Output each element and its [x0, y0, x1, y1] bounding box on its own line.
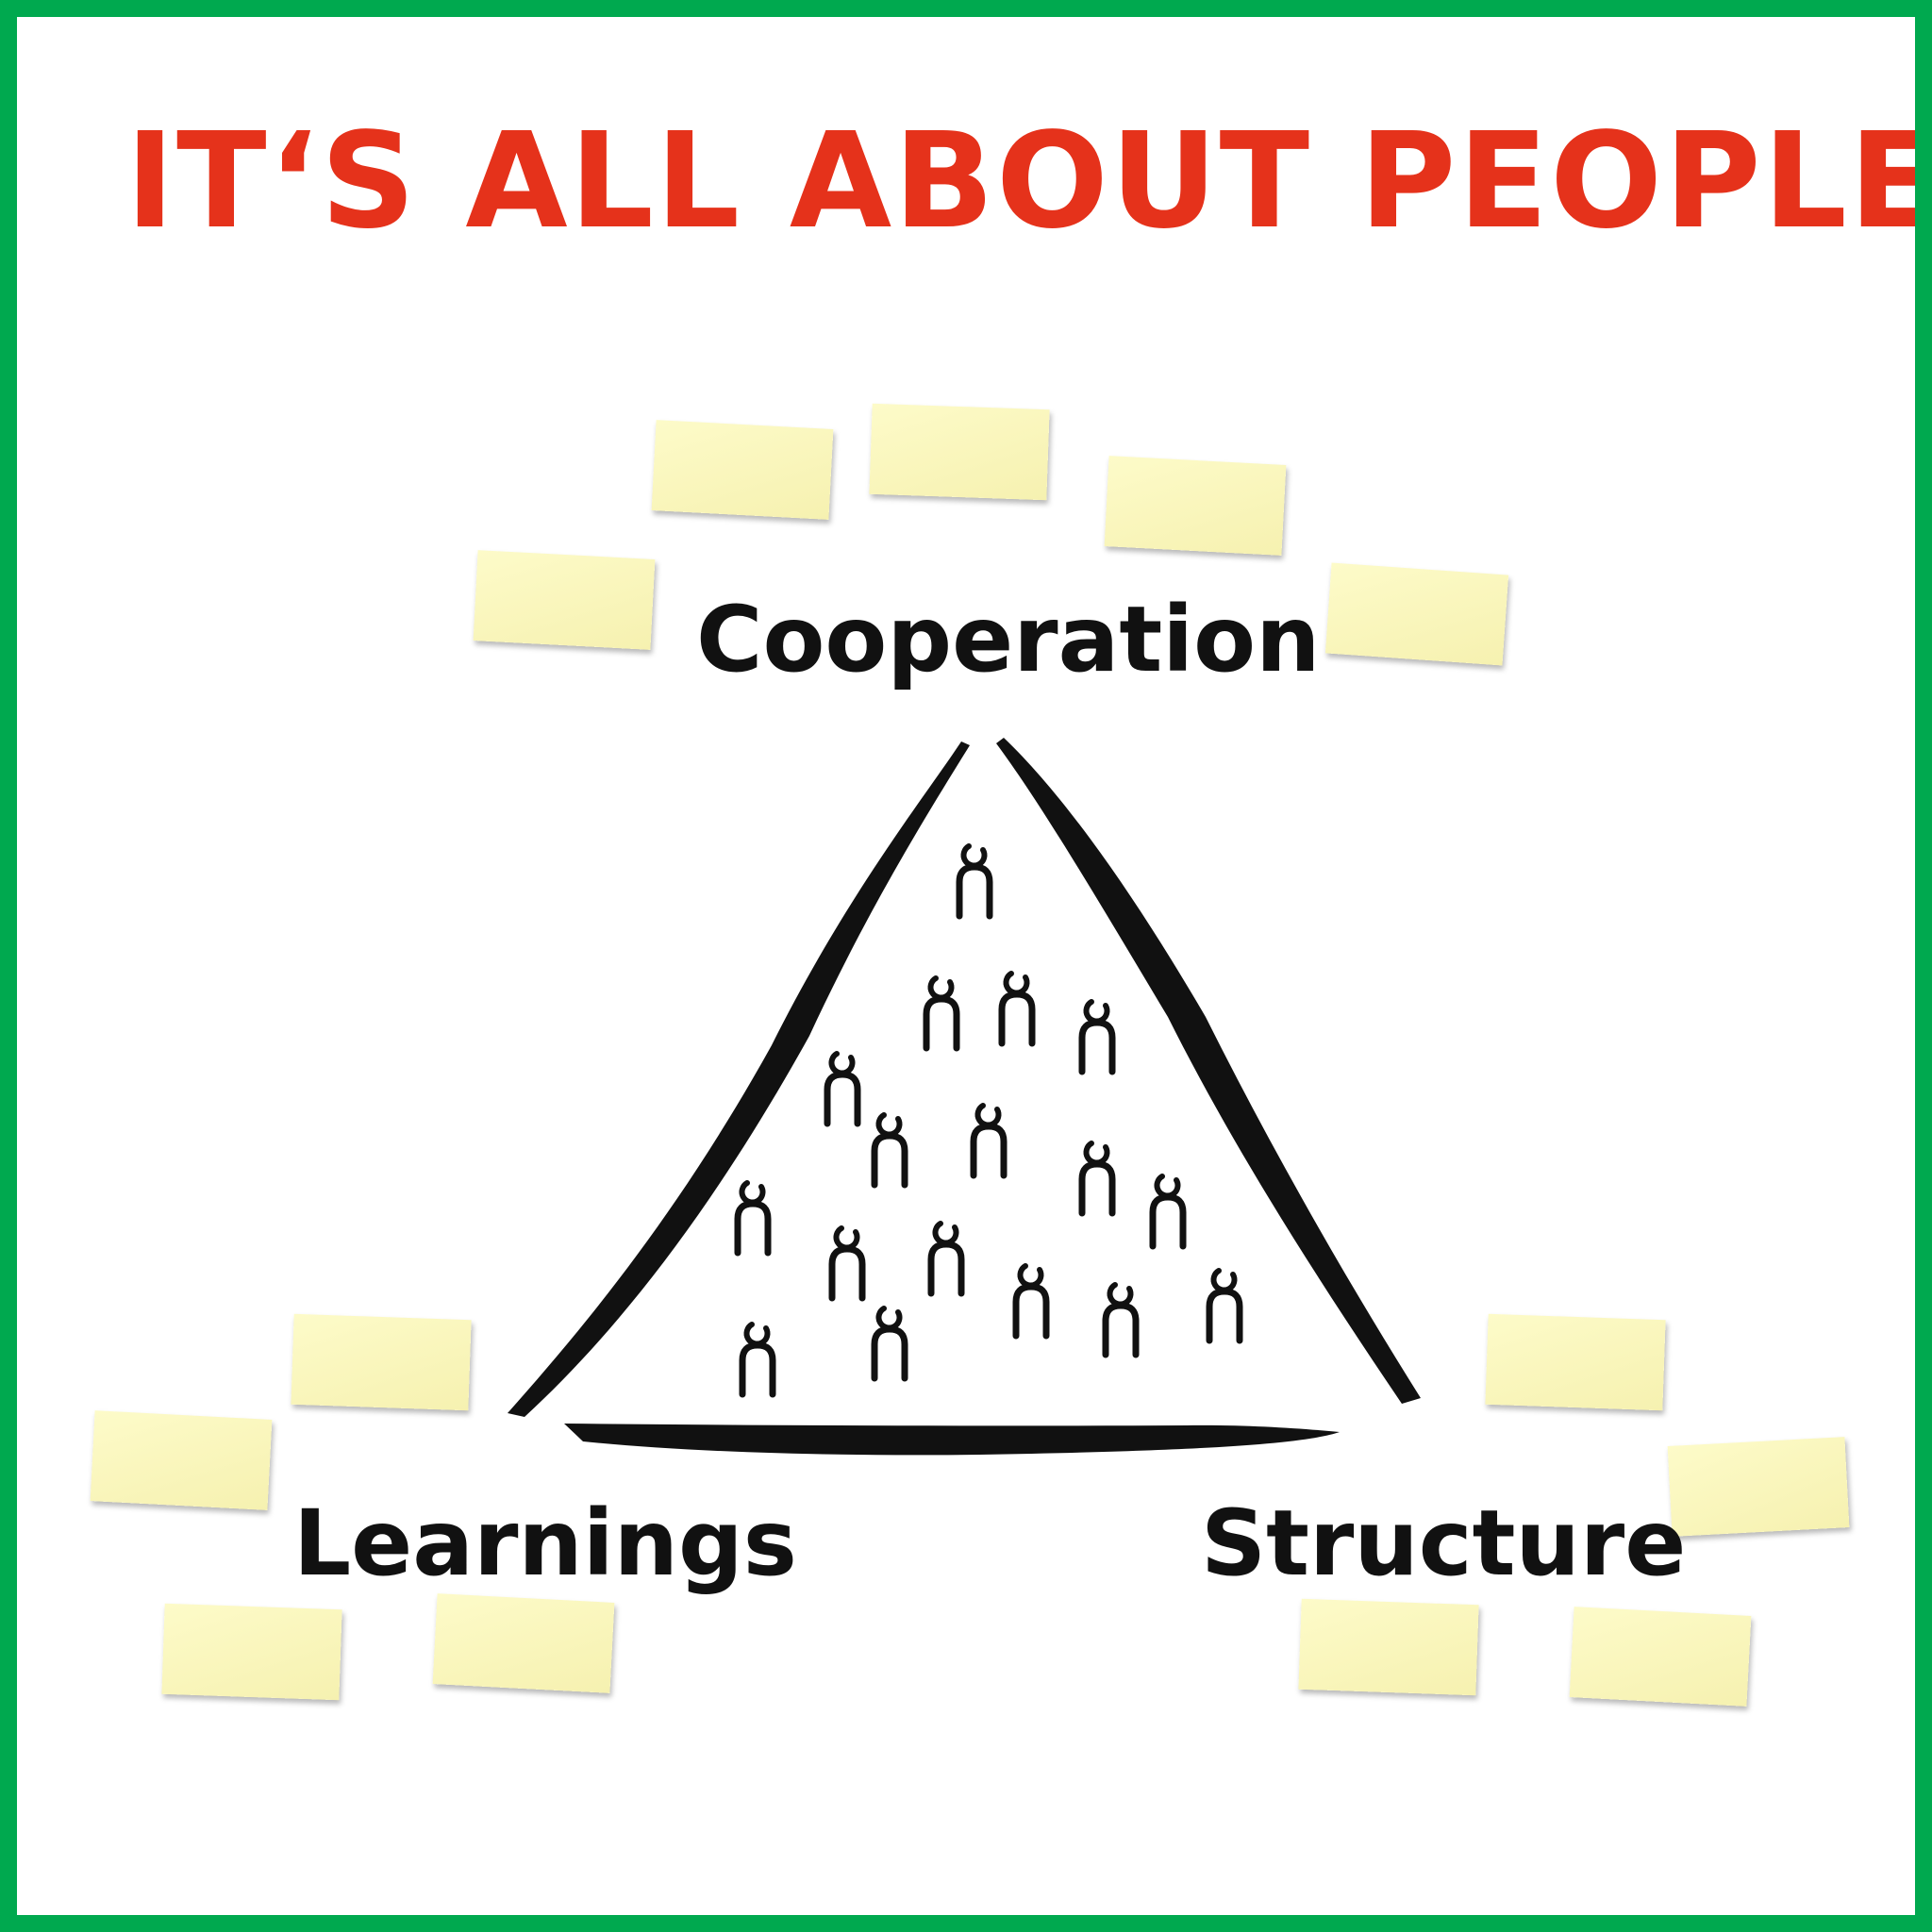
person-icon [974, 1106, 1004, 1175]
people-group [738, 846, 1240, 1394]
person-icon [1002, 974, 1032, 1043]
person-icon [1016, 1266, 1046, 1336]
person-icon [1082, 1143, 1112, 1213]
label-cooperation: Cooperation [696, 587, 1321, 692]
person-icon [1153, 1176, 1183, 1246]
person-icon [742, 1324, 773, 1394]
person-icon [959, 846, 990, 916]
person-icon [1106, 1285, 1136, 1355]
label-learnings: Learnings [293, 1491, 797, 1596]
person-icon [1082, 1002, 1112, 1072]
pyramid-diagram [508, 738, 1421, 1456]
page-title: IT‘S ALL ABOUT PEOPLE [125, 105, 1932, 258]
person-icon [874, 1308, 905, 1378]
label-structure: Structure [1201, 1491, 1687, 1596]
person-icon [832, 1228, 862, 1298]
person-icon [1209, 1271, 1240, 1341]
person-icon [926, 978, 957, 1048]
person-icon [738, 1183, 768, 1253]
triangle-outline [508, 738, 1421, 1456]
person-icon [827, 1054, 858, 1124]
person-icon [874, 1115, 905, 1185]
person-icon [931, 1224, 961, 1293]
